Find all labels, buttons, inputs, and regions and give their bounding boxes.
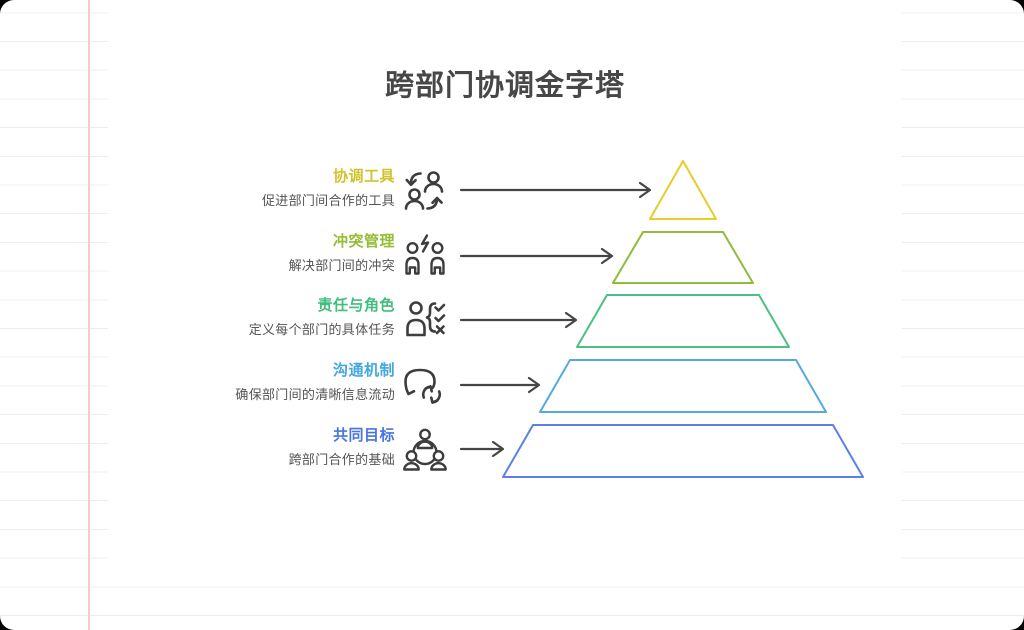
conflict-people-icon [401,232,449,280]
pyramid-tier-5 [502,424,864,478]
level-description: 跨部门合作的基础 [288,452,395,467]
level-row-common-goals: 共同目标 跨部门合作的基础 [115,427,395,467]
level-description: 促进部门间合作的工具 [261,193,395,208]
arrow-level-3 [459,311,578,329]
pyramid-tier-1 [649,160,717,220]
level-label: 协调工具 [332,168,395,185]
arrow-level-4 [459,376,541,394]
level-label: 冲突管理 [332,233,395,250]
person-checklist-icon [401,296,449,344]
diagram-title: 跨部门协调金字塔 [384,70,625,102]
arrow-level-2 [459,247,614,265]
level-label: 责任与角色 [317,297,395,314]
pyramid-tier-2 [612,231,754,284]
level-row-communication-mechanism: 沟通机制 确保部门间的清晰信息流动 [115,362,395,402]
pyramid-tier-4 [539,359,827,413]
chat-sync-icon [401,361,449,409]
level-row-conflict-management: 冲突管理 解决部门间的冲突 [115,233,395,273]
level-row-responsibilities-roles: 责任与角色 定义每个部门的具体任务 [115,297,395,337]
level-description: 确保部门间的清晰信息流动 [235,387,395,402]
level-row-coordination-tools: 协调工具 促进部门间合作的工具 [115,168,395,208]
arrow-level-1 [459,181,652,199]
level-description: 定义每个部门的具体任务 [248,322,395,337]
level-description: 解决部门间的冲突 [288,258,395,273]
level-label: 共同目标 [332,427,395,444]
pyramid-diagram [459,160,864,478]
swap-people-icon [401,167,449,215]
diagram-card: 跨部门协调金字塔 协调工具 促进部门间合作的工具 冲突管理 解决部门间的冲突 责… [108,0,902,577]
pyramid-tier-3 [576,294,790,348]
team-network-icon [401,425,449,473]
level-label: 沟通机制 [332,362,395,379]
arrow-level-5 [459,440,505,458]
